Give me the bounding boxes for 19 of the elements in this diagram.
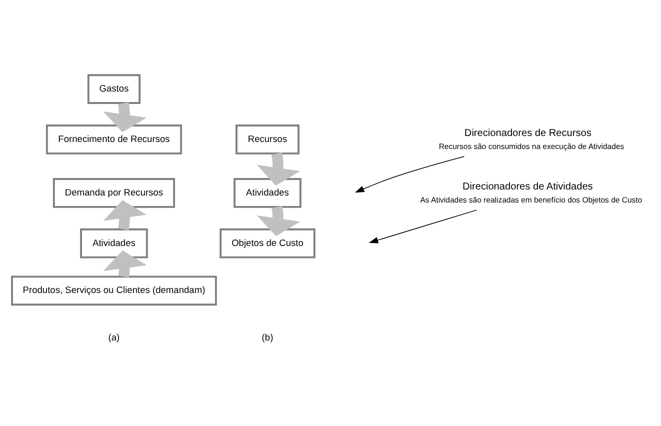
node-box: Fornecimento de Recursos <box>46 124 182 154</box>
node-box: Recursos <box>236 124 300 154</box>
node-text: Direcionadores de Recursos Recursos são consumidos na execução de Atividades <box>438 127 624 150</box>
arrow <box>354 156 465 192</box>
node-text: Direcionadores de Atividades As Atividades são realizadas em benefício dos Objetos de Custo <box>420 180 642 204</box>
arrow <box>103 250 147 277</box>
arrow <box>103 200 147 230</box>
label: (b) <box>262 332 274 342</box>
arrow <box>256 152 300 186</box>
node-box: Objetos de Custo <box>220 228 316 258</box>
arrow <box>103 102 147 132</box>
node-box: Atividades <box>80 228 148 258</box>
node-box: Demanda por Recursos <box>52 178 176 208</box>
label: (a) <box>108 332 120 342</box>
node-box: Gastos <box>87 74 141 104</box>
node-box: Produtos, Serviços ou Clientes (demandam) <box>11 275 217 306</box>
arrow <box>256 206 300 236</box>
arrow <box>368 209 478 243</box>
node-box: Atividades <box>234 178 302 208</box>
